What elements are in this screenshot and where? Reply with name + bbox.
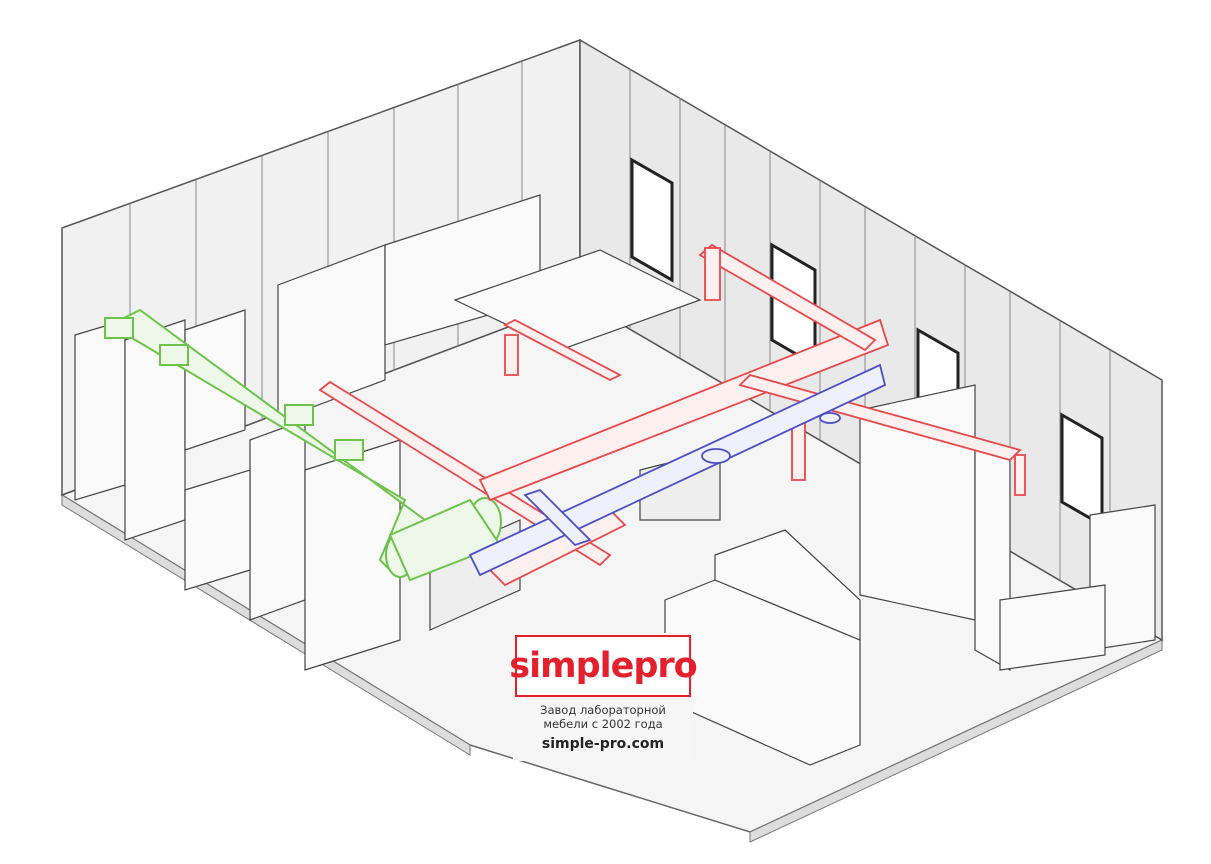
exhaust-duct xyxy=(318,243,1026,587)
lab-furniture xyxy=(74,194,1156,766)
supply-duct xyxy=(468,363,887,577)
tagline-line-1: Завод лабораторной xyxy=(540,703,666,717)
brand-logo-card: simplepro Завод лабораторной мебели с 20… xyxy=(509,633,698,761)
floor xyxy=(60,299,1164,843)
tagline-line-2: мебели с 2002 года xyxy=(543,717,663,731)
brand-logo: simplepro xyxy=(509,635,698,697)
fume-exhaust-duct xyxy=(104,308,502,582)
brand-name: simplepro xyxy=(509,646,697,686)
website-link[interactable]: simple-pro.com xyxy=(541,736,665,752)
brand-tagline: Завод лабораторной мебели с 2002 года xyxy=(513,703,693,731)
